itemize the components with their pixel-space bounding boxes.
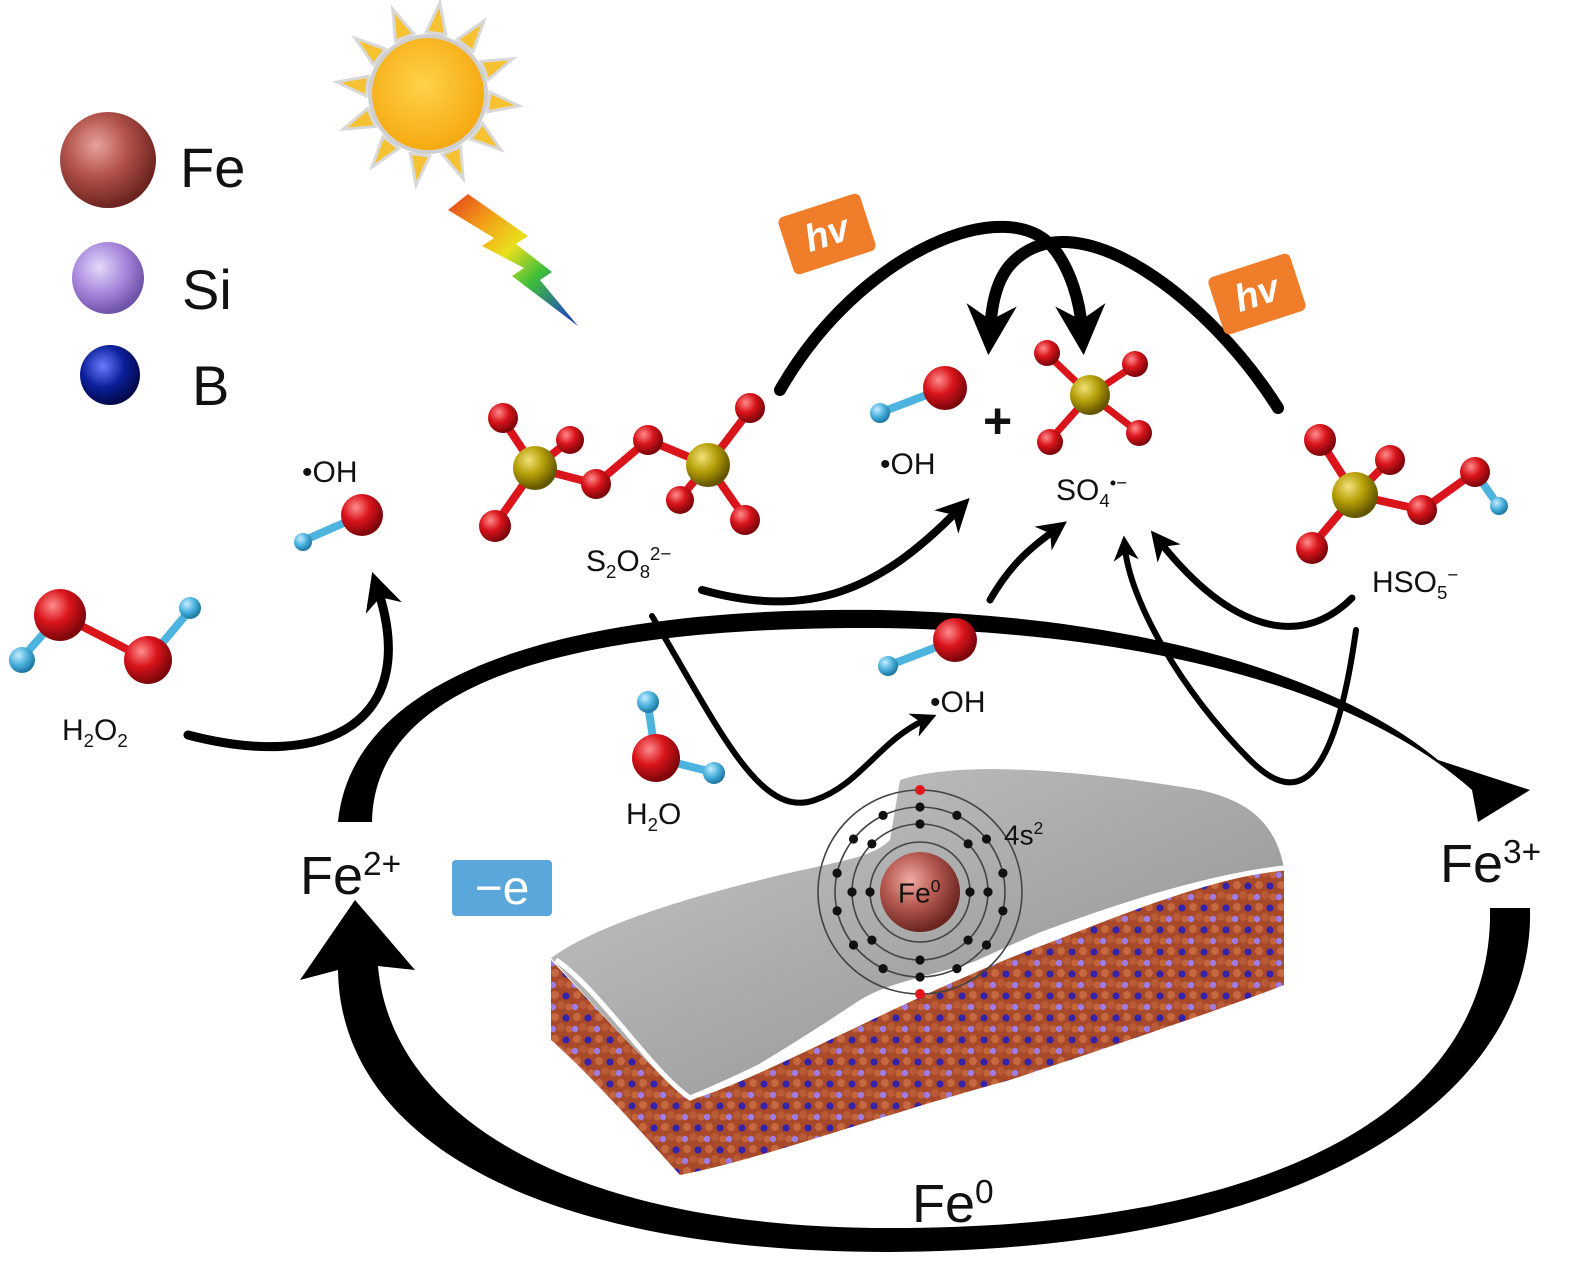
arrow-hv-s2o8-to-so4 <box>774 220 1106 396</box>
legend-fe-sphere <box>60 112 156 208</box>
fe-atom-shell-model <box>817 785 1023 999</box>
label-so4: SO4•− <box>1056 472 1128 511</box>
electron <box>865 887 875 897</box>
badge-minus-e: −e <box>452 860 552 916</box>
arrow-hso5-via-surface-to-so4 <box>1113 535 1359 786</box>
electron <box>847 887 857 897</box>
molecule-hso5 <box>1296 424 1508 564</box>
arrow-h2o2-to-oh <box>183 572 402 752</box>
legend-si-label: Si <box>182 258 232 321</box>
legend-b-sphere <box>80 345 140 405</box>
alloy-ribbon <box>551 769 1285 1175</box>
electron <box>965 887 975 897</box>
sun-ray <box>439 144 466 184</box>
electron <box>832 868 842 878</box>
label-h2o2: H2O2 <box>62 714 128 751</box>
legend-b-label: B <box>192 354 230 417</box>
arrow-s2o8-via-h2o-to-oh <box>649 613 937 806</box>
electron <box>915 972 925 982</box>
electron <box>867 935 877 945</box>
electron <box>878 964 888 974</box>
molecule-h2o <box>632 691 725 784</box>
plus-sign: + <box>983 393 1013 449</box>
legend-fe-label: Fe <box>180 136 246 199</box>
molecule-oh-center <box>870 366 967 423</box>
label-oh-center: •OH <box>880 448 936 481</box>
valence-electron-bottom <box>915 989 925 999</box>
electron <box>915 955 925 965</box>
electron <box>832 906 842 916</box>
electron <box>981 834 992 844</box>
electron <box>952 964 962 974</box>
molecule-s2o8 <box>479 393 765 542</box>
sun-icon <box>331 0 525 191</box>
electron <box>952 810 962 821</box>
electron <box>963 935 973 945</box>
sun-ray <box>390 4 417 44</box>
reaction-arrows <box>183 220 1359 806</box>
label-oh-left: •OH <box>302 456 358 489</box>
legend-si-sphere <box>72 242 144 314</box>
arrow-oh-to-so4 <box>986 521 1067 604</box>
alloy-side-face <box>551 870 1284 1175</box>
arrow-fe2-to-fe3 <box>338 609 1530 822</box>
fe-atom-nucleus <box>880 852 960 932</box>
sun-ray <box>485 89 525 114</box>
sun-ray <box>369 134 402 171</box>
label-orbital-4s2: 4s2 <box>1004 818 1044 851</box>
sun-ray <box>351 35 388 68</box>
electron <box>998 906 1008 916</box>
label-hso5: HSO5− <box>1372 564 1459 603</box>
light-bolt-icon <box>448 194 578 326</box>
label-oh-lower: •OH <box>930 686 986 719</box>
label-fe3: Fe3+ <box>1440 834 1542 894</box>
arrow-hso5-to-so4 <box>1150 530 1356 630</box>
sun-ray <box>423 0 448 37</box>
electron <box>963 839 973 849</box>
electron <box>983 887 993 897</box>
surface-passivation-layer <box>551 769 1284 1100</box>
electron <box>981 940 992 950</box>
molecule-so4 <box>1034 340 1152 455</box>
molecule-oh-lower <box>878 618 977 676</box>
electron <box>848 940 859 950</box>
electron <box>915 802 925 812</box>
electron <box>915 819 925 829</box>
arrow-s2o8-to-oh-so4 <box>698 497 970 606</box>
alloy-front-face <box>551 960 690 1175</box>
sun-ray <box>454 17 487 54</box>
sun-ray <box>478 56 518 83</box>
legend-spheres <box>60 112 156 405</box>
electron <box>998 868 1008 878</box>
electron <box>867 839 877 849</box>
electron <box>878 810 888 821</box>
arrow-hv-hso5-to-oh <box>966 235 1284 414</box>
redox-cycle-arrows <box>300 609 1531 1252</box>
label-fe0: Fe0 <box>912 1174 994 1234</box>
sun-ray <box>408 151 433 191</box>
molecule-h2o2 <box>9 589 201 684</box>
label-s2o8: S2O82− <box>586 543 672 582</box>
valence-electron-top <box>915 785 925 795</box>
label-fe2: Fe2+ <box>300 846 402 906</box>
sun-ray <box>331 74 371 99</box>
molecule-oh-left <box>294 494 383 551</box>
sun-ray <box>468 120 505 153</box>
sun-ray <box>338 105 378 132</box>
label-h2o: H2O <box>626 798 682 835</box>
label-atom-core: Fe0 <box>898 876 941 909</box>
electron <box>848 834 859 844</box>
